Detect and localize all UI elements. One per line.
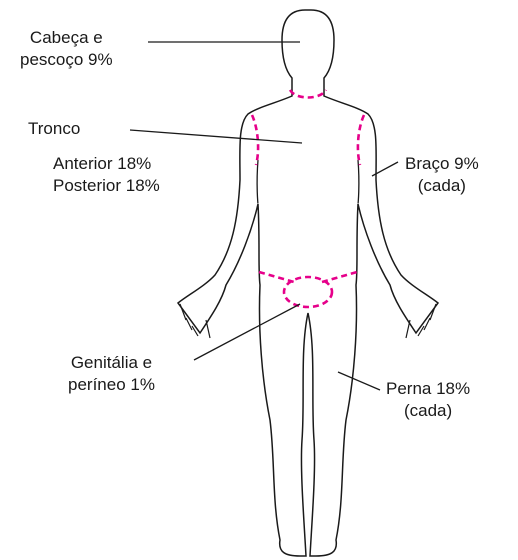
trunk-title-label: Tronco <box>28 118 80 140</box>
head-label-line1: Cabeça e <box>20 27 113 49</box>
body-outline <box>178 10 438 556</box>
leg-label-line2: (cada) <box>386 400 470 422</box>
leg-label: Perna 18% (cada) <box>386 378 470 422</box>
genital-label-line2: períneo 1% <box>68 374 155 396</box>
head-label-line2: pescoço 9% <box>20 49 113 71</box>
genital-perineum-label: Genitália e períneo 1% <box>68 352 155 396</box>
trunk-posterior-label: Posterior 18% <box>53 175 160 197</box>
arm-label-line1: Braço 9% <box>405 153 479 175</box>
arm-label: Braço 9% (cada) <box>405 153 479 197</box>
leg-label-line1: Perna 18% <box>386 378 470 400</box>
head-neck-label: Cabeça e pescoço 9% <box>20 27 113 71</box>
trunk-anterior-label: Anterior 18% <box>53 153 160 175</box>
trunk-percentage-label: Anterior 18% Posterior 18% <box>53 153 160 197</box>
arm-label-line2: (cada) <box>405 175 479 197</box>
genital-label-line1: Genitália e <box>68 352 155 374</box>
